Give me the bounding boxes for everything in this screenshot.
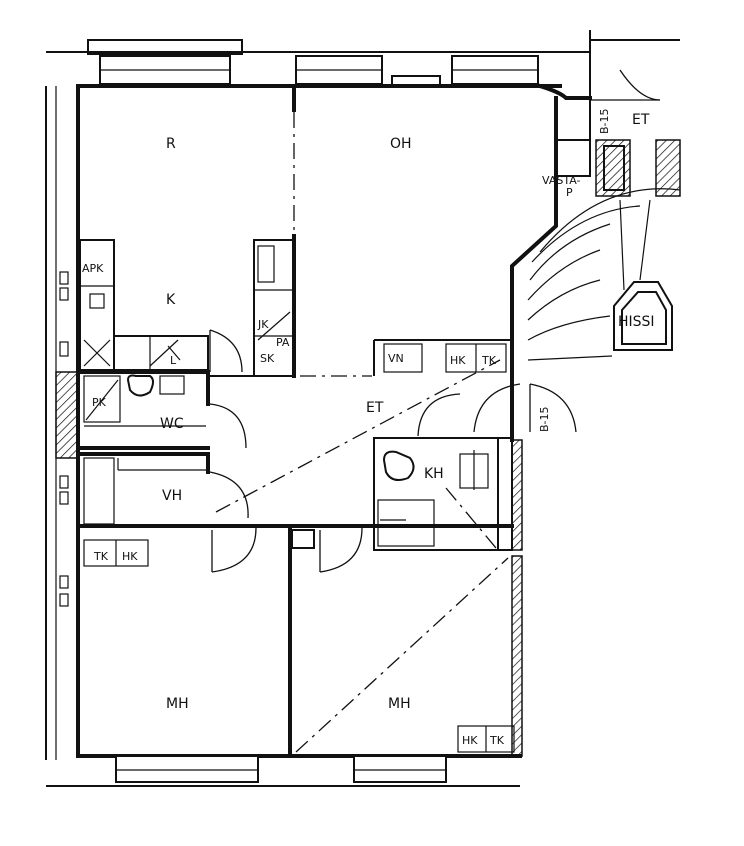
label-mh-left: MH <box>166 696 189 712</box>
balcony-rail <box>87 39 243 55</box>
label-vasta: VASTA- <box>542 174 580 187</box>
label-vn: VN <box>388 352 404 365</box>
label-b15-top: B-15 <box>598 108 611 134</box>
hatched-wall-right <box>511 555 523 757</box>
label-hk-et: HK <box>450 354 466 367</box>
mh-fixtures <box>457 725 515 753</box>
kh-walls <box>373 437 499 551</box>
kitchen-fixtures <box>79 239 295 377</box>
stairwell <box>527 30 681 361</box>
label-et-stair: ET <box>632 112 650 128</box>
label-kh: KH <box>424 466 444 482</box>
label-jk: JK <box>257 318 269 331</box>
circulation-lines <box>215 359 509 753</box>
label-k: K <box>166 292 176 308</box>
left-windows <box>59 271 69 607</box>
room-labels: R OH K ET WC KH VH MH MH HISSI ET <box>160 112 655 712</box>
wc-fixtures <box>83 374 206 427</box>
label-et: ET <box>366 400 384 416</box>
label-tk-mh: TK <box>489 734 505 747</box>
fridge-unit <box>253 239 295 377</box>
label-hk-mh: HK <box>462 734 478 747</box>
vh-fixtures <box>83 457 206 567</box>
kh-fixtures <box>377 450 489 547</box>
label-hk-vh: HK <box>122 550 138 563</box>
interior-walls <box>76 84 558 758</box>
exterior-walls <box>45 39 592 787</box>
label-oh: OH <box>390 136 412 152</box>
label-wc: WC <box>160 416 184 432</box>
hatched-wall-left <box>55 371 79 459</box>
et-fixtures <box>383 343 507 373</box>
label-pk: PK <box>92 396 107 409</box>
label-vasta-p: P <box>566 186 573 199</box>
window-bottom-2 <box>353 755 447 783</box>
doors <box>209 329 577 573</box>
label-l: L <box>170 354 177 367</box>
label-apk: APK <box>82 262 104 275</box>
label-tk-vh: TK <box>93 550 109 563</box>
label-pa: PA <box>276 336 290 349</box>
label-mh-right: MH <box>388 696 411 712</box>
kitchen-counter-bottom <box>113 335 209 371</box>
label-vh: VH <box>162 488 182 504</box>
label-b15-right: B-15 <box>538 406 551 432</box>
window-bottom-1 <box>115 755 259 783</box>
column <box>291 529 315 549</box>
label-sk: SK <box>260 352 275 365</box>
label-tk-et: TK <box>481 354 497 367</box>
label-r: R <box>166 136 176 152</box>
hatched-wall-kh <box>511 439 523 551</box>
fixture-labels: APK JK PA SK L PK VN HK TK TK HK HK TK V… <box>82 108 611 747</box>
label-hissi: HISSI <box>618 314 655 330</box>
kitchen-counter-left <box>79 239 115 371</box>
